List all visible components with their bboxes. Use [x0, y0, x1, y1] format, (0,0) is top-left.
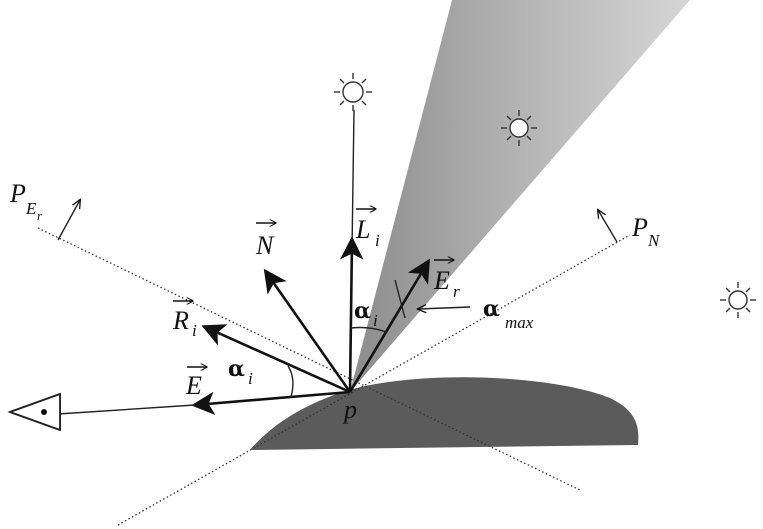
svg-text:max: max — [505, 313, 534, 332]
vector-E — [191, 390, 351, 416]
svg-text:E: E — [433, 266, 450, 295]
sun-icon — [501, 110, 537, 146]
svg-text:N: N — [647, 231, 661, 250]
label-p: p — [342, 395, 357, 424]
vector-R — [201, 324, 351, 394]
label-N: N — [255, 223, 276, 260]
sun-icon — [720, 282, 756, 318]
plane-line-PEr — [37, 227, 581, 491]
label-alpha-i-top: α i — [354, 298, 378, 330]
svg-text:L: L — [355, 215, 370, 244]
surface — [250, 377, 639, 450]
sun-icon — [334, 73, 372, 111]
PN-normal-arrow — [598, 210, 618, 243]
label-Li: L i — [355, 209, 380, 250]
svg-text:α: α — [354, 298, 371, 324]
svg-text:P: P — [9, 179, 26, 208]
svg-text:α: α — [483, 296, 500, 322]
vector-N — [263, 268, 352, 393]
angle-arc-alpha-i-left — [287, 365, 294, 398]
svg-text:r: r — [37, 208, 43, 223]
svg-text:i: i — [375, 231, 380, 250]
svg-text:E: E — [185, 371, 202, 400]
svg-text:E: E — [25, 199, 37, 218]
svg-text:i: i — [192, 321, 197, 340]
view-ray-to-eye — [57, 404, 196, 415]
svg-text:r: r — [453, 282, 460, 301]
svg-text:R: R — [172, 306, 189, 335]
label-E: E — [185, 367, 207, 400]
vector-L — [340, 236, 364, 393]
svg-text:i: i — [248, 369, 253, 388]
svg-text:α: α — [228, 356, 245, 382]
PEr-normal-arrow — [57, 200, 80, 241]
label-alpha-i-left: α i — [228, 356, 253, 388]
alpha-max-pointer — [418, 307, 471, 309]
eye-icon — [7, 392, 61, 432]
label-PEr: P E r — [9, 179, 43, 223]
label-Er: E r — [433, 260, 460, 301]
reflection-cone — [350, 0, 690, 392]
svg-text:P: P — [631, 213, 648, 242]
angle-arc-alpha-i-top — [350, 326, 387, 333]
vector-Er — [348, 258, 431, 393]
label-alpha-max: α max — [483, 296, 534, 332]
svg-text:N: N — [255, 231, 275, 260]
label-PN: P N — [631, 213, 661, 250]
svg-text:i: i — [373, 311, 378, 330]
tick-alpha-max — [394, 279, 406, 319]
label-Ri: R i — [172, 301, 197, 340]
